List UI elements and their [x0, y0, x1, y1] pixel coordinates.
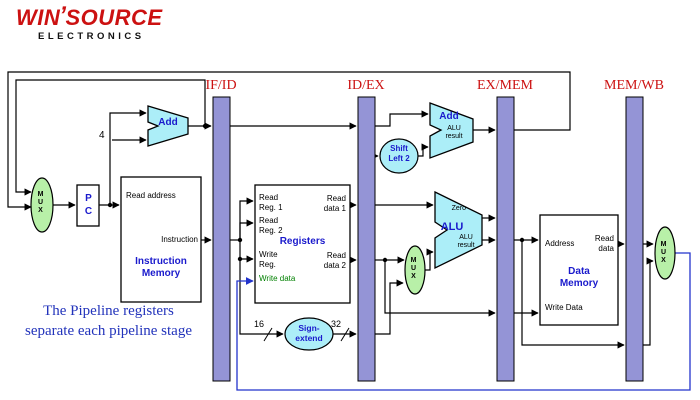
branch-adder-result-line2: result — [445, 133, 463, 141]
junction-dot — [382, 257, 388, 263]
caption-line1: The Pipeline registers — [43, 303, 174, 319]
caption-line2: separate each pipeline stage — [25, 323, 192, 339]
reg-write-reg-label: Write Reg. — [259, 250, 278, 269]
wire-writeback — [236, 252, 691, 391]
wire-instr-to-readreg1 — [239, 197, 254, 240]
reg-read-reg2-label: Read Reg. 2 — [259, 216, 283, 235]
junction-dot — [107, 202, 113, 208]
alu-shape — [434, 190, 483, 270]
bitwidth-16-label: 16 — [254, 319, 265, 329]
wire-imm-to-mux — [375, 279, 404, 335]
alusrc-mux-label: MUX — [410, 257, 417, 281]
alu-zero-label: Zero — [451, 205, 466, 212]
registers-box — [254, 184, 351, 304]
junction-dot — [519, 237, 525, 243]
writeback-mux-shape — [654, 226, 676, 280]
data-memory-box — [539, 214, 619, 326]
imem-read-address-label: Read address — [126, 191, 176, 200]
wires — [7, 71, 654, 349]
alu-label: ALU — [440, 221, 464, 233]
winsource-logo: WINʼSOURCE ELECTRONICS — [16, 4, 163, 43]
alu-result-line1: ALU — [459, 234, 473, 241]
logo-source: SOURCE — [65, 5, 163, 30]
exmem-register-bar — [496, 96, 515, 382]
pc-mux-label: MUX — [37, 191, 44, 215]
reg-read-data1-label: Read data 1 — [323, 194, 346, 213]
bitwidth-32-label: 32 — [331, 319, 342, 329]
sign-extend-line1: Sign- — [298, 323, 320, 333]
writeback-mux-label: MUX — [660, 241, 667, 265]
sign-extend-line2: extend — [295, 333, 323, 344]
reg-write-data-label: Write data — [259, 274, 296, 283]
shift-left-line1: Shift — [390, 144, 408, 153]
alusrc-mux-shape — [404, 245, 426, 295]
bitwidth-slash-16 — [263, 327, 273, 342]
instruction-memory-box — [120, 176, 202, 303]
bitwidth-slash-32 — [340, 327, 350, 342]
branch-adder-result-line1: ALU — [447, 125, 461, 132]
caption: The Pipeline registers separate each pip… — [6, 301, 211, 341]
dmem-address-label: Address — [545, 239, 575, 248]
wire-aluresult-bypass-to-memwb — [521, 240, 625, 349]
logo-win: WIN — [16, 5, 61, 30]
registers-title: Registers — [279, 236, 326, 247]
reg-read-data2-label: Read data 2 — [323, 251, 346, 270]
stage-label-memwb: MEM/WB — [604, 78, 664, 93]
logo-wordmark: WINʼSOURCE — [16, 4, 163, 30]
stage-label-ifid: IF/ID — [205, 78, 237, 93]
wire-memwb-aluresult-to-mux — [643, 257, 654, 346]
branch-adder-shape — [429, 102, 474, 159]
memwb-register-bar — [625, 96, 644, 382]
dmem-write-data-label: Write Data — [545, 303, 583, 312]
shift-left-line2: Left 2 — [388, 153, 410, 163]
shift-left-2-label: Shift Left 2 — [381, 144, 417, 163]
junction-dot — [237, 237, 243, 243]
pc-adder-shape — [147, 105, 189, 147]
alu-result-label: ALU result — [451, 234, 481, 250]
sign-extend-label: Sign- extend — [286, 323, 332, 343]
dmem-read-data-label: Read data — [594, 234, 614, 253]
wire-storedata-to-exmem — [384, 260, 496, 317]
junction-dot — [237, 256, 243, 262]
junction-dots — [107, 123, 525, 263]
shift-left-2-shape — [379, 138, 419, 174]
wire-pc-to-add — [109, 109, 147, 205]
wire-pc4-loop-to-mux — [15, 79, 206, 196]
pc-mux-shape — [30, 177, 54, 233]
wire-instr-to-writereg — [239, 240, 254, 263]
wire-branch-loop-to-mux — [7, 71, 571, 211]
dmem-title: Data Memory — [559, 266, 599, 289]
pc-label: PC — [83, 193, 94, 219]
junction-dot — [202, 123, 208, 129]
stage-label-idex: ID/EX — [347, 78, 385, 93]
logo-swoosh-icon: ʼ — [59, 2, 67, 29]
pc-adder-label: Add — [158, 117, 178, 128]
wire-shift-to-branchadd — [418, 143, 429, 157]
wire-mux-to-alu-bottom — [425, 248, 434, 271]
stage-label-exmem: EX/MEM — [477, 78, 533, 93]
ifid-register-bar — [212, 96, 231, 382]
idex-register-bar — [357, 96, 376, 382]
pc-box — [76, 184, 100, 227]
wire-idex-to-branchadd — [375, 110, 429, 127]
branch-adder-label: Add — [439, 111, 459, 122]
branch-adder-result-label: ALU result — [438, 125, 470, 141]
wire-instr-to-readreg2 — [239, 219, 254, 240]
imem-instruction-label: Instruction — [161, 235, 198, 244]
const-4-label: 4 — [99, 130, 105, 141]
logo-electronics: ELECTRONICS — [38, 31, 145, 42]
alu-result-line2: result — [457, 242, 475, 250]
imem-title: Instruction Memory — [135, 256, 187, 279]
sign-extend-shape — [284, 317, 334, 351]
reg-read-reg1-label: Read Reg. 1 — [259, 193, 283, 212]
